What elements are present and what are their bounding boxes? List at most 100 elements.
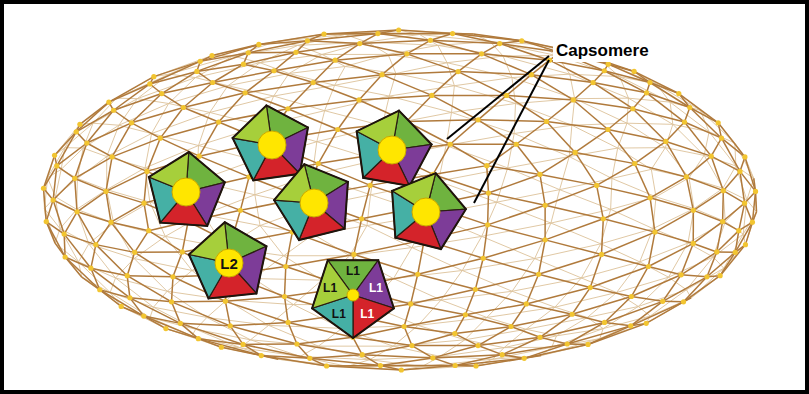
mesh-line — [407, 95, 432, 121]
mesh-line — [310, 355, 362, 359]
mesh-line — [152, 112, 210, 133]
vertex-dot — [737, 169, 742, 174]
mesh-line — [502, 344, 567, 355]
vertex-dot — [293, 50, 298, 55]
mesh-line — [335, 60, 382, 74]
mesh-line — [76, 102, 109, 132]
mesh-line — [555, 307, 587, 317]
protein-label: L2 — [220, 256, 238, 271]
mesh-line — [723, 166, 736, 188]
mesh-line — [313, 234, 350, 255]
vertex-dot — [453, 363, 458, 368]
mesh-line — [573, 83, 593, 100]
mesh-line — [77, 212, 111, 222]
mesh-line — [567, 343, 588, 345]
mesh-line — [180, 323, 230, 325]
vertex-dot — [652, 230, 657, 235]
mesh-line — [87, 123, 132, 143]
mesh-line — [307, 41, 359, 44]
mesh-line — [360, 40, 431, 43]
vertex-dot — [630, 106, 635, 111]
vertex-dot — [481, 256, 486, 261]
capsomere-outline — [149, 152, 225, 226]
mesh-line — [608, 130, 666, 142]
mesh-line — [64, 212, 77, 234]
mesh-line — [248, 41, 307, 53]
vertex-dot — [321, 31, 326, 36]
vertex-dot — [508, 324, 513, 329]
mesh-line — [362, 355, 380, 366]
vertex-dot — [219, 345, 224, 350]
mesh-line — [720, 245, 745, 276]
vertex-dot — [455, 69, 460, 74]
mesh-line — [404, 315, 465, 327]
mesh-line — [167, 270, 192, 291]
mesh-line — [544, 205, 546, 240]
vertex-dot — [629, 294, 634, 299]
vertex-dot — [196, 336, 201, 341]
mesh-line — [327, 366, 402, 370]
vertex-dot — [522, 356, 527, 361]
mesh-line — [653, 209, 694, 229]
vertex-dot — [228, 323, 233, 328]
mesh-line — [455, 358, 524, 365]
mesh-line — [362, 355, 433, 358]
mesh-line — [507, 95, 547, 121]
mesh-line — [318, 328, 342, 346]
mesh-line — [656, 197, 694, 209]
vertex-dot — [108, 220, 113, 225]
vertex-dot — [602, 68, 607, 73]
mesh-line — [693, 210, 695, 243]
mesh-line — [684, 277, 707, 302]
mesh-line — [114, 94, 162, 111]
mesh-line — [483, 258, 538, 274]
mesh-line — [488, 205, 545, 225]
vertex-dot — [473, 363, 478, 368]
mesh-line — [455, 355, 502, 366]
vertex-dot — [543, 237, 548, 242]
vertex-dot — [484, 163, 489, 168]
mesh-line — [135, 252, 173, 276]
mesh-line — [686, 156, 711, 177]
mesh-line — [127, 276, 130, 298]
mesh-line — [313, 60, 335, 82]
mesh-line — [572, 314, 604, 322]
mesh-line — [545, 185, 597, 205]
vertex-dot — [736, 228, 741, 233]
vertex-dot — [648, 195, 653, 200]
mesh-line — [114, 110, 132, 123]
mesh-line — [162, 83, 213, 94]
mesh-line — [106, 171, 147, 191]
mesh-line — [433, 144, 450, 174]
sphere-front-mesh — [41, 27, 758, 372]
mesh-line — [404, 327, 455, 334]
mesh-line — [144, 171, 147, 203]
vertex-dot — [721, 188, 726, 193]
mesh-line — [213, 71, 274, 83]
vertex-dot — [285, 320, 290, 325]
mesh-line — [627, 98, 628, 123]
mesh-line — [745, 157, 756, 191]
mesh-line — [65, 257, 100, 290]
vertex-dot — [691, 241, 696, 246]
mesh-line — [245, 83, 313, 93]
vertex-dot — [709, 154, 714, 159]
mesh-line — [650, 177, 686, 198]
capsomere-outline — [312, 260, 394, 338]
vertex-dot — [210, 80, 215, 85]
vertex-dot — [147, 81, 152, 86]
vertex-dot — [158, 136, 163, 141]
mesh-line — [723, 222, 739, 231]
vertex-dot — [44, 219, 49, 224]
mesh-line — [511, 304, 526, 327]
vertex-dot — [430, 355, 435, 360]
vertex-dot — [159, 91, 164, 96]
mesh-line — [646, 302, 683, 324]
mesh-line — [723, 203, 745, 221]
mesh-line — [689, 155, 704, 177]
mesh-line — [230, 326, 297, 344]
mesh-line — [57, 166, 75, 179]
mesh-line — [412, 345, 478, 347]
vertex-dot — [402, 324, 407, 329]
capsomere — [392, 173, 466, 249]
